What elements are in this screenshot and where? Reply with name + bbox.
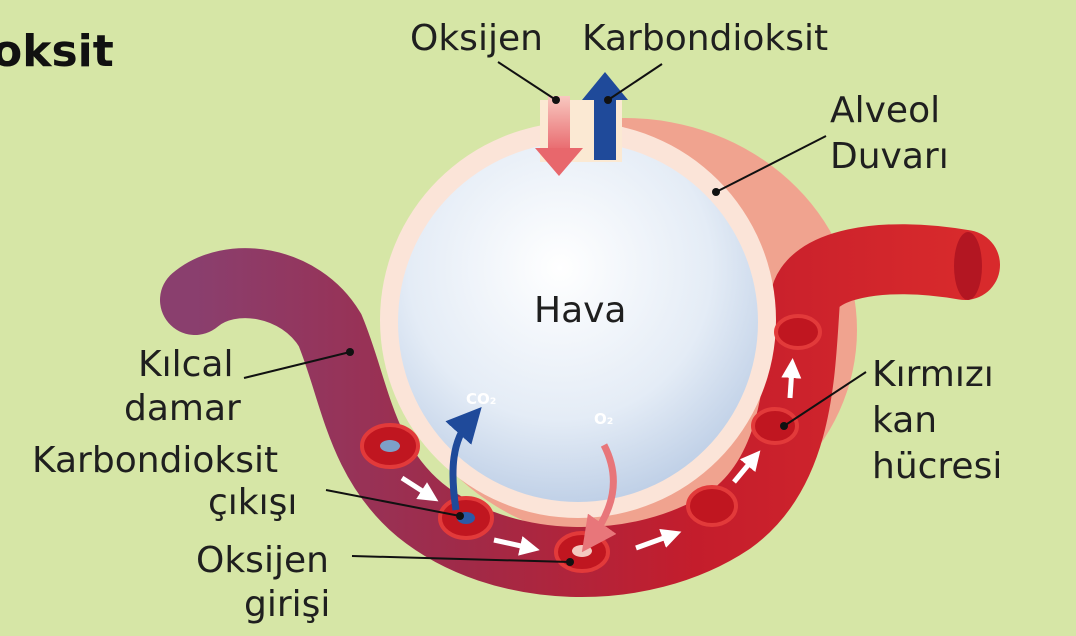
alveol-wall-label-line1: Alveol bbox=[830, 90, 940, 131]
o2-entry-label-line1: Oksijen bbox=[196, 540, 329, 581]
title-fragment: oksit bbox=[0, 26, 114, 77]
red-blood-cell bbox=[753, 409, 797, 443]
co2-small-label: CO₂ bbox=[466, 390, 496, 408]
co2-exit-label-line2: çıkışı bbox=[208, 482, 297, 523]
rbc-label-line3: hücresi bbox=[872, 446, 1002, 487]
capillary-label-line2: damar bbox=[124, 388, 241, 429]
capillary-label-line1: Kılcal bbox=[138, 344, 233, 385]
air-label: Hava bbox=[534, 290, 627, 331]
carbon-dioxide-label: Karbondioksit bbox=[582, 18, 828, 59]
rbc-label-line2: kan bbox=[872, 400, 937, 441]
o2-entry-label-line2: girişi bbox=[244, 584, 330, 625]
red-blood-cell bbox=[688, 487, 736, 525]
oxygen-label: Oksijen bbox=[410, 18, 543, 59]
artery-opening bbox=[954, 232, 982, 300]
co2-exit-label-line1: Karbondioksit bbox=[32, 440, 278, 481]
rbc-label-line1: Kırmızı bbox=[872, 354, 994, 395]
o2-small-label: O₂ bbox=[594, 410, 613, 428]
alveol-wall-label-line2: Duvarı bbox=[830, 136, 949, 177]
red-blood-cell bbox=[776, 316, 820, 348]
